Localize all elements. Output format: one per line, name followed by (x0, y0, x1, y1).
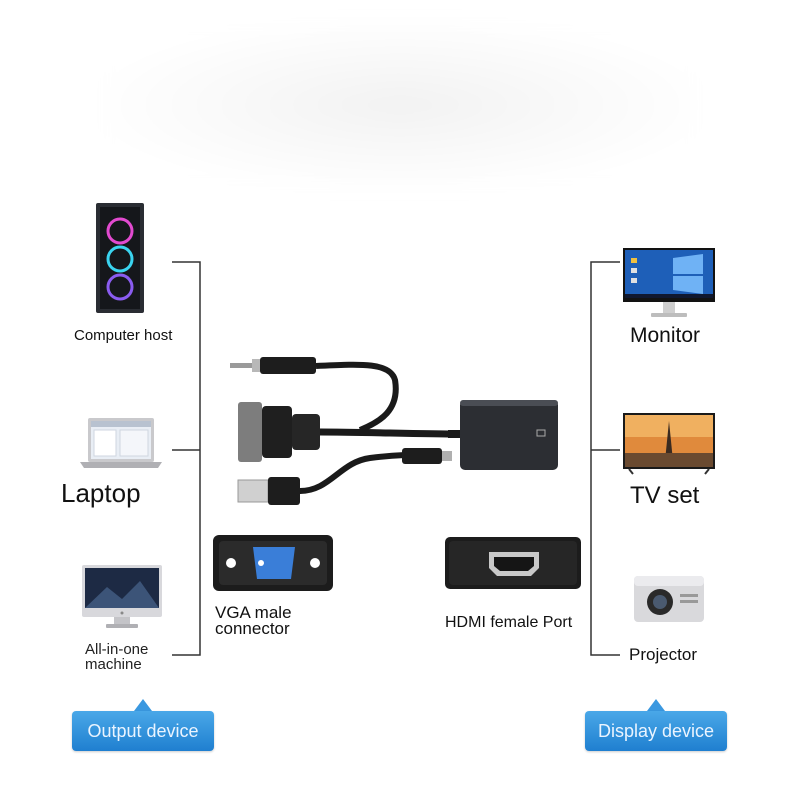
all-in-one-label: All-in-one machine (85, 641, 149, 673)
computer-tower-icon (96, 203, 144, 313)
display-device-button[interactable]: Display device (585, 711, 727, 751)
vga-connector-label: VGA male connector (215, 603, 292, 638)
hdmi-port-label: HDMI female Port (445, 614, 573, 631)
vga-label-line1: VGA male (215, 603, 292, 622)
monitor-label: Monitor (630, 324, 701, 347)
projector-label: Projector (629, 645, 698, 664)
display-button-arrow (647, 699, 665, 711)
vga-port-icon (213, 535, 333, 591)
output-device-button[interactable]: Output device (72, 711, 214, 751)
hdmi-port-icon (445, 537, 581, 589)
projector-icon (634, 576, 704, 622)
all-in-one-pc-icon (82, 565, 162, 628)
background-haze (100, 20, 700, 190)
vga-to-hdmi-adapter-cable (230, 357, 558, 505)
tv-label: TV set (630, 482, 700, 509)
tv-icon (623, 413, 715, 475)
vga-label-line2: connector (215, 619, 290, 638)
monitor-icon (623, 248, 715, 317)
laptop-label: Laptop (61, 478, 141, 508)
computer-host-label: Computer host (74, 327, 173, 344)
laptop-icon (80, 418, 162, 468)
output-button-arrow (134, 699, 152, 711)
